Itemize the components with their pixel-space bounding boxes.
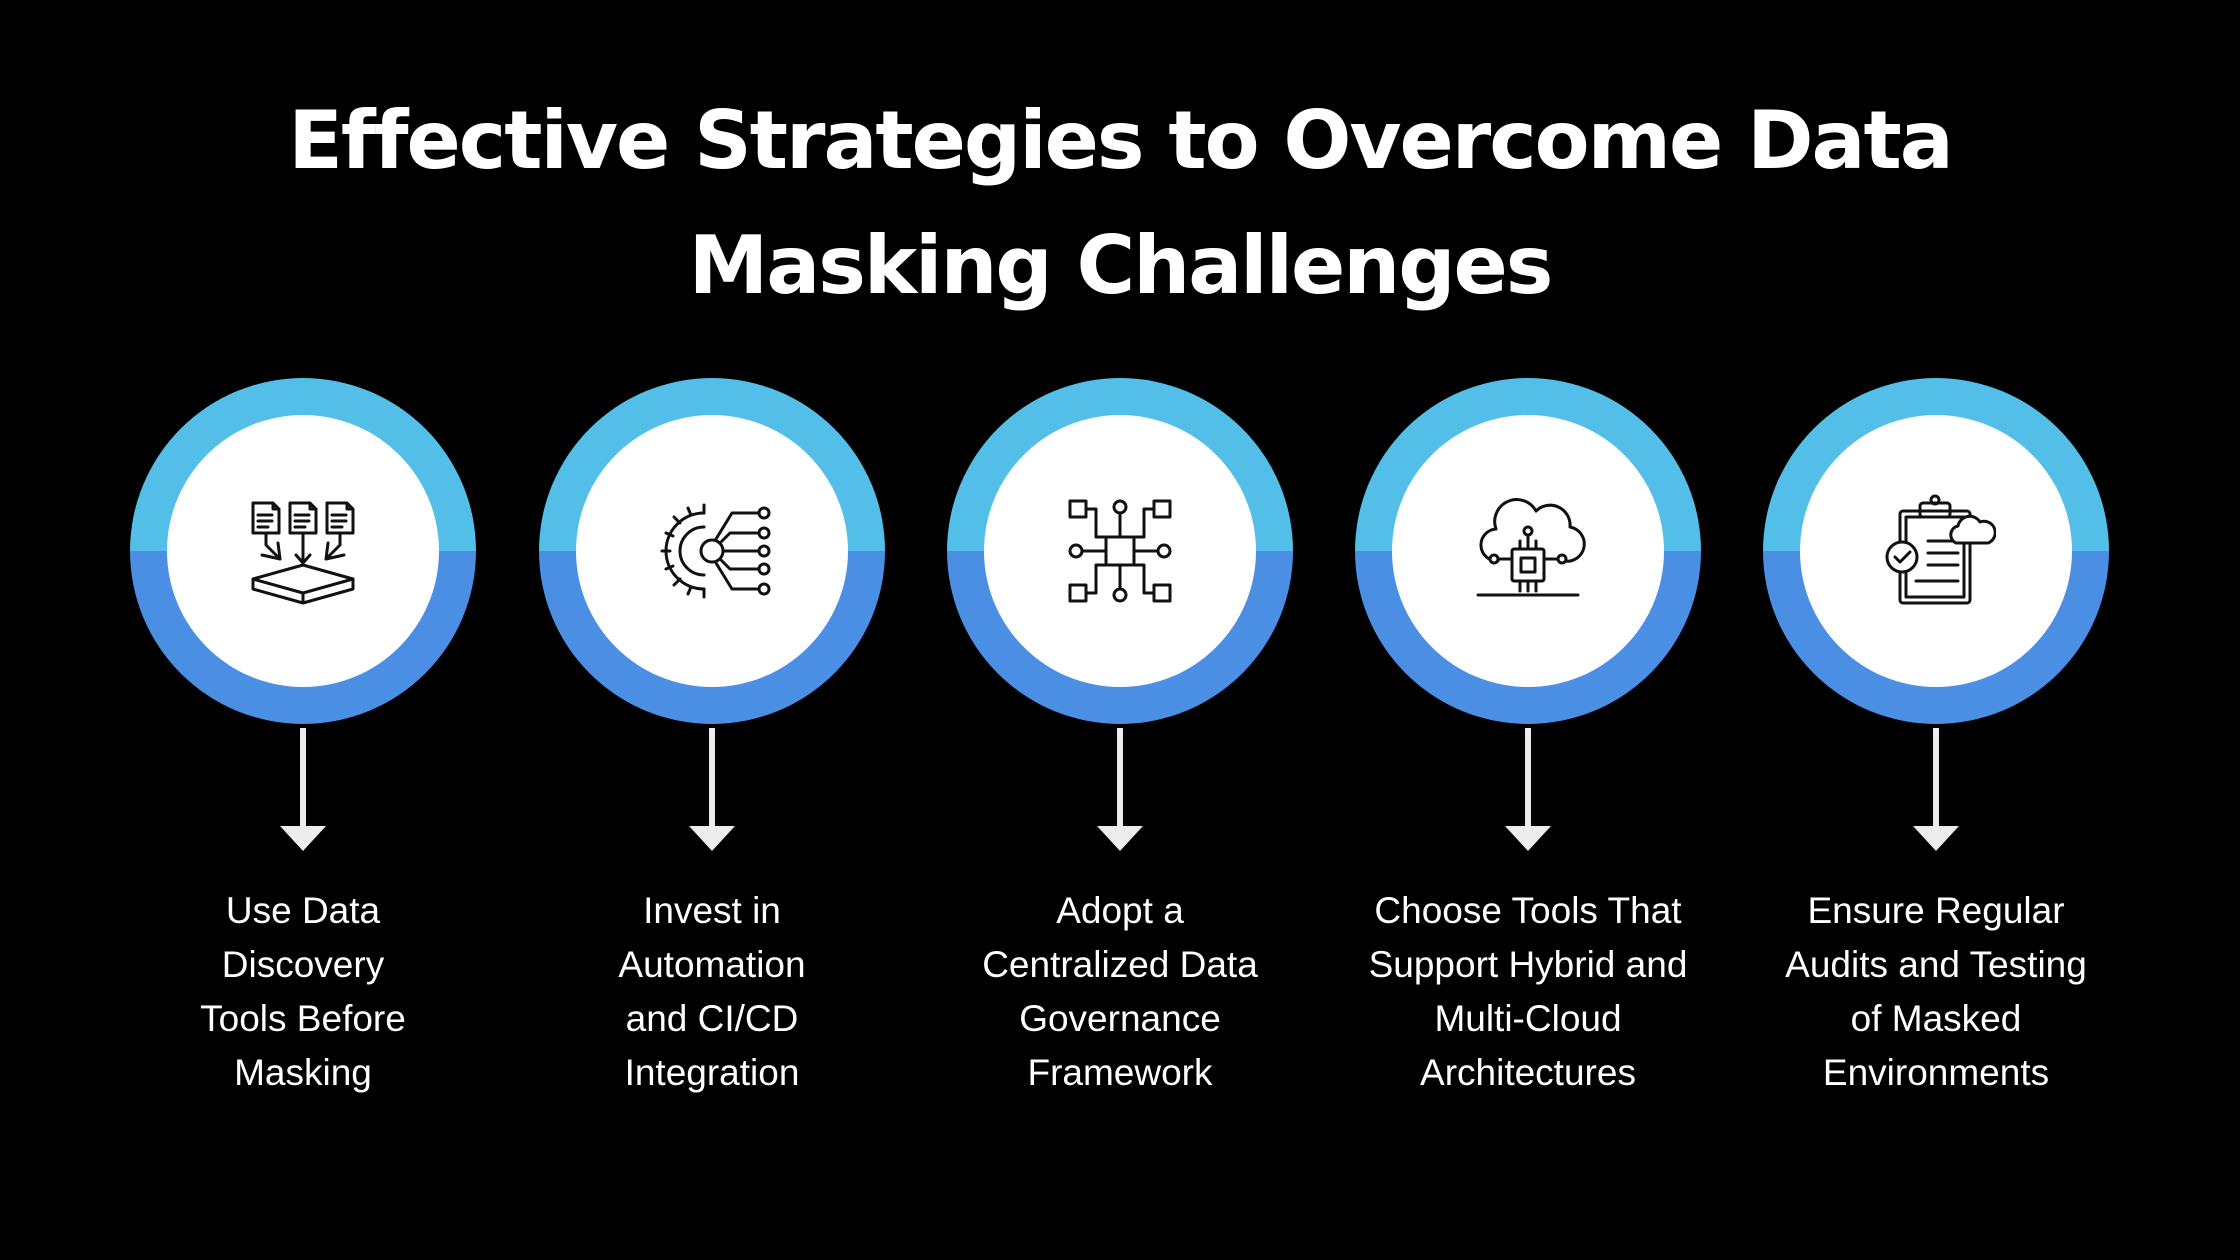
step-ring	[947, 378, 1293, 724]
step-data-discovery: Use Data Discovery Tools Before Masking	[113, 378, 493, 1118]
step-label-line: Masking	[234, 1052, 372, 1093]
step-icon-disc	[1800, 415, 2072, 687]
step-label-line: Adopt a	[1056, 890, 1184, 931]
step-label-line: of Masked	[1850, 998, 2022, 1039]
step-label-line: Centralized Data	[982, 944, 1258, 985]
down-arrow-line	[1933, 728, 1939, 828]
down-arrow-head	[689, 826, 735, 851]
title-line-1: Effective Strategies to Overcome Data	[288, 94, 1953, 187]
cloud-chip-icon	[1476, 498, 1586, 597]
step-label-line: Audits and Testing	[1785, 944, 2087, 985]
step-label-line: Multi-Cloud	[1434, 998, 1622, 1039]
documents-to-database-icon	[251, 501, 355, 605]
step-icon-disc	[984, 415, 1256, 687]
step-label-line: Framework	[1027, 1052, 1213, 1093]
step-label-line: Automation	[618, 944, 806, 985]
step-label: Adopt a Centralized Data Governance Fram…	[930, 884, 1310, 1100]
step-label: Ensure Regular Audits and Testing of Mas…	[1746, 884, 2126, 1100]
step-hybrid-cloud: Choose Tools That Support Hybrid and Mul…	[1338, 378, 1718, 1118]
step-label-line: Governance	[1019, 998, 1221, 1039]
clipboard-audit-check-icon	[1885, 494, 1996, 605]
down-arrow-line	[709, 728, 715, 828]
down-arrow-head	[280, 826, 326, 851]
title-line-2: Masking Challenges	[688, 219, 1554, 312]
step-label-line: Discovery	[221, 944, 385, 985]
step-icon-disc	[167, 415, 439, 687]
down-arrow-head	[1097, 826, 1143, 851]
step-label-line: Tools Before	[200, 998, 406, 1039]
step-label-line: Environments	[1822, 1052, 2050, 1093]
gear-circuit-automation-icon	[660, 503, 771, 599]
down-arrow-head	[1505, 826, 1551, 851]
step-icon-disc	[1392, 415, 1664, 687]
step-label: Use Data Discovery Tools Before Masking	[113, 884, 493, 1100]
step-label: Invest in Automation and CI/CD Integrati…	[522, 884, 902, 1100]
step-label-line: Architectures	[1420, 1052, 1636, 1093]
step-ring	[1355, 378, 1701, 724]
step-ring	[1763, 378, 2109, 724]
step-automation: Invest in Automation and CI/CD Integrati…	[522, 378, 902, 1118]
down-arrow-line	[1117, 728, 1123, 828]
step-label-line: Use Data	[225, 890, 381, 931]
step-label-line: Invest in	[643, 890, 781, 931]
step-label-line: Integration	[624, 1052, 800, 1093]
step-ring	[539, 378, 885, 724]
step-label-line: Support Hybrid and	[1368, 944, 1688, 985]
step-label: Choose Tools That Support Hybrid and Mul…	[1338, 884, 1718, 1100]
step-audits: Ensure Regular Audits and Testing of Mas…	[1746, 378, 2126, 1118]
centralized-network-chip-icon	[1068, 499, 1172, 603]
down-arrow-head	[1913, 826, 1959, 851]
step-governance: Adopt a Centralized Data Governance Fram…	[930, 378, 1310, 1118]
step-label-line: and CI/CD	[625, 998, 799, 1039]
step-icon-disc	[576, 415, 848, 687]
down-arrow-line	[300, 728, 306, 828]
step-ring	[130, 378, 476, 724]
step-label-line: Ensure Regular	[1807, 890, 2065, 931]
page-title: Effective Strategies to Overcome Data Ma…	[0, 78, 2240, 328]
down-arrow-line	[1525, 728, 1531, 828]
step-label-line: Choose Tools That	[1374, 890, 1682, 931]
